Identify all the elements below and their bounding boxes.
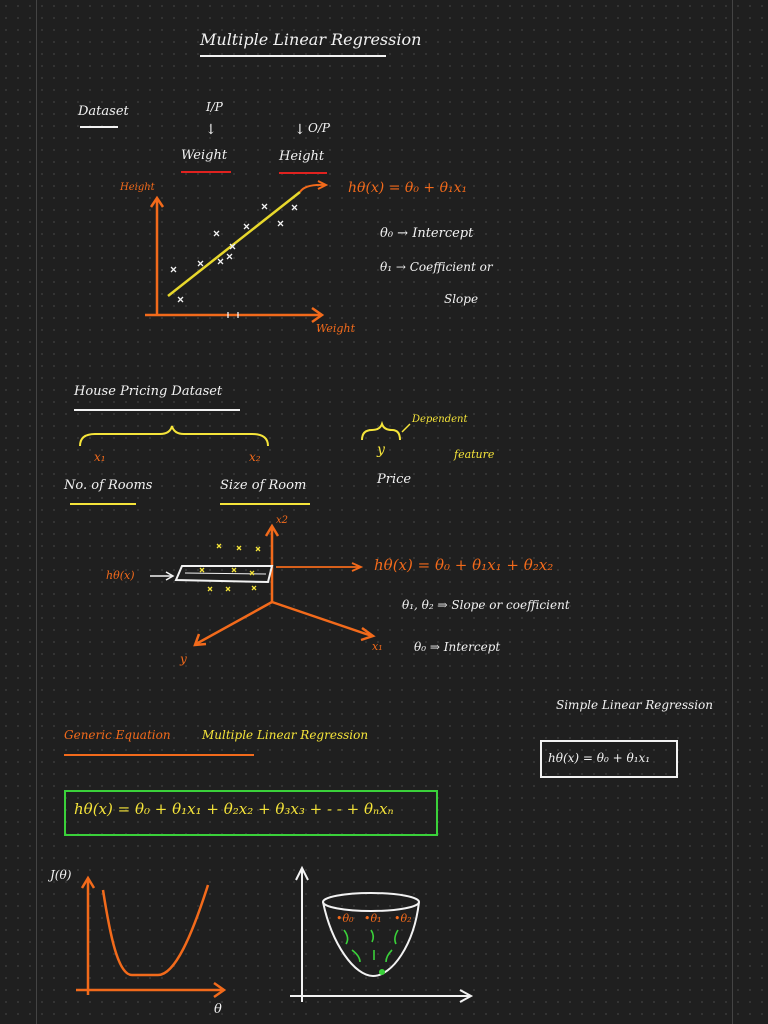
x1-label: x₁ bbox=[94, 450, 106, 464]
intercept-note: θ₀ ⇒ Intercept bbox=[414, 640, 501, 654]
bowl-theta2: •θ₂ bbox=[394, 912, 412, 925]
generic-equation-heading: Generic Equation bbox=[64, 728, 171, 742]
hypothesis-multiple: hθ(x) = θ₀ + θ₁x₁ + θ₂x₂ bbox=[374, 556, 554, 574]
feature-size-of-room: Size of Room bbox=[220, 478, 307, 493]
left-edge bbox=[36, 0, 37, 1024]
slope-note: θ₁, θ₂ ⇒ Slope or coefficient bbox=[402, 598, 570, 612]
output-arrow: ↓ bbox=[294, 122, 306, 138]
dataset-label: Dataset bbox=[78, 104, 129, 119]
right-edge bbox=[732, 0, 733, 1024]
generic-equation: hθ(x) = θ₀ + θ₁x₁ + θ₂x₂ + θ₃x₃ + - - + … bbox=[74, 800, 394, 818]
features-brace bbox=[79, 425, 269, 447]
bowl-theta0: •θ₀ bbox=[336, 912, 354, 925]
height-underline bbox=[279, 172, 327, 174]
generic-heading-underline bbox=[64, 754, 254, 756]
cost-function-label: J(θ) bbox=[50, 868, 72, 882]
axis-x1-label: x₁ bbox=[372, 640, 383, 653]
theta1-coefficient-note: θ₁ → Coefficient or bbox=[380, 260, 493, 274]
house-pricing-underline bbox=[74, 409, 240, 411]
plane-hypothesis-label: hθ(x) bbox=[106, 569, 135, 582]
theta0-intercept-note: θ₀ → Intercept bbox=[380, 226, 474, 241]
simple-equation-box bbox=[540, 740, 678, 778]
axis-y bbox=[195, 600, 273, 646]
axis-y-label: y bbox=[180, 652, 187, 666]
generic-mlr-heading: Multiple Linear Regression bbox=[202, 728, 369, 742]
plane-data-points bbox=[199, 543, 261, 592]
data-points bbox=[170, 203, 298, 318]
bowl-theta1: •θ₁ bbox=[364, 912, 382, 925]
size-underline bbox=[220, 503, 310, 505]
theta-axis-label: θ bbox=[214, 1002, 222, 1017]
rooms-underline bbox=[70, 503, 136, 505]
dataset-underline bbox=[80, 126, 118, 128]
target-price: Price bbox=[377, 472, 412, 487]
target-brace bbox=[361, 420, 401, 441]
generic-equation-box bbox=[64, 790, 438, 836]
axis-x1 bbox=[271, 600, 373, 638]
input-feature-weight: Weight bbox=[181, 148, 228, 163]
x2-label: x₂ bbox=[249, 450, 261, 464]
theta1-slope-note: Slope bbox=[444, 292, 479, 306]
output-feature-height: Height bbox=[279, 149, 325, 164]
target-y-label: y bbox=[377, 442, 385, 458]
title-underline bbox=[200, 55, 386, 57]
graph-x-label: Weight bbox=[316, 322, 355, 335]
feature-no-of-rooms: No. of Rooms bbox=[64, 478, 153, 493]
bowl-rim bbox=[322, 892, 420, 912]
dependent-note: Dependent bbox=[412, 414, 468, 425]
house-pricing-heading: House Pricing Dataset bbox=[74, 384, 223, 399]
gradient-arrows bbox=[343, 929, 399, 963]
simple-regression-heading: Simple Linear Regression bbox=[556, 698, 713, 712]
output-label: O/P bbox=[308, 121, 330, 135]
input-label: I/P bbox=[206, 100, 223, 114]
minimum-point bbox=[379, 969, 385, 975]
weight-underline bbox=[181, 171, 231, 173]
hypothesis-simple: hθ(x) = θ₀ + θ₁x₁ bbox=[348, 180, 468, 196]
graph-y-label: Height bbox=[120, 182, 155, 193]
regression-plane bbox=[174, 565, 274, 584]
regression-line bbox=[167, 191, 301, 297]
axis-x2-label: x2 bbox=[276, 515, 289, 526]
page-title: Multiple Linear Regression bbox=[200, 30, 422, 49]
simple-equation: hθ(x) = θ₀ + θ₁x₁ bbox=[548, 751, 651, 765]
feature-note: feature bbox=[454, 448, 495, 461]
input-arrow: ↓ bbox=[205, 122, 217, 138]
bowl-body bbox=[322, 901, 420, 978]
cost-curve bbox=[101, 884, 210, 977]
